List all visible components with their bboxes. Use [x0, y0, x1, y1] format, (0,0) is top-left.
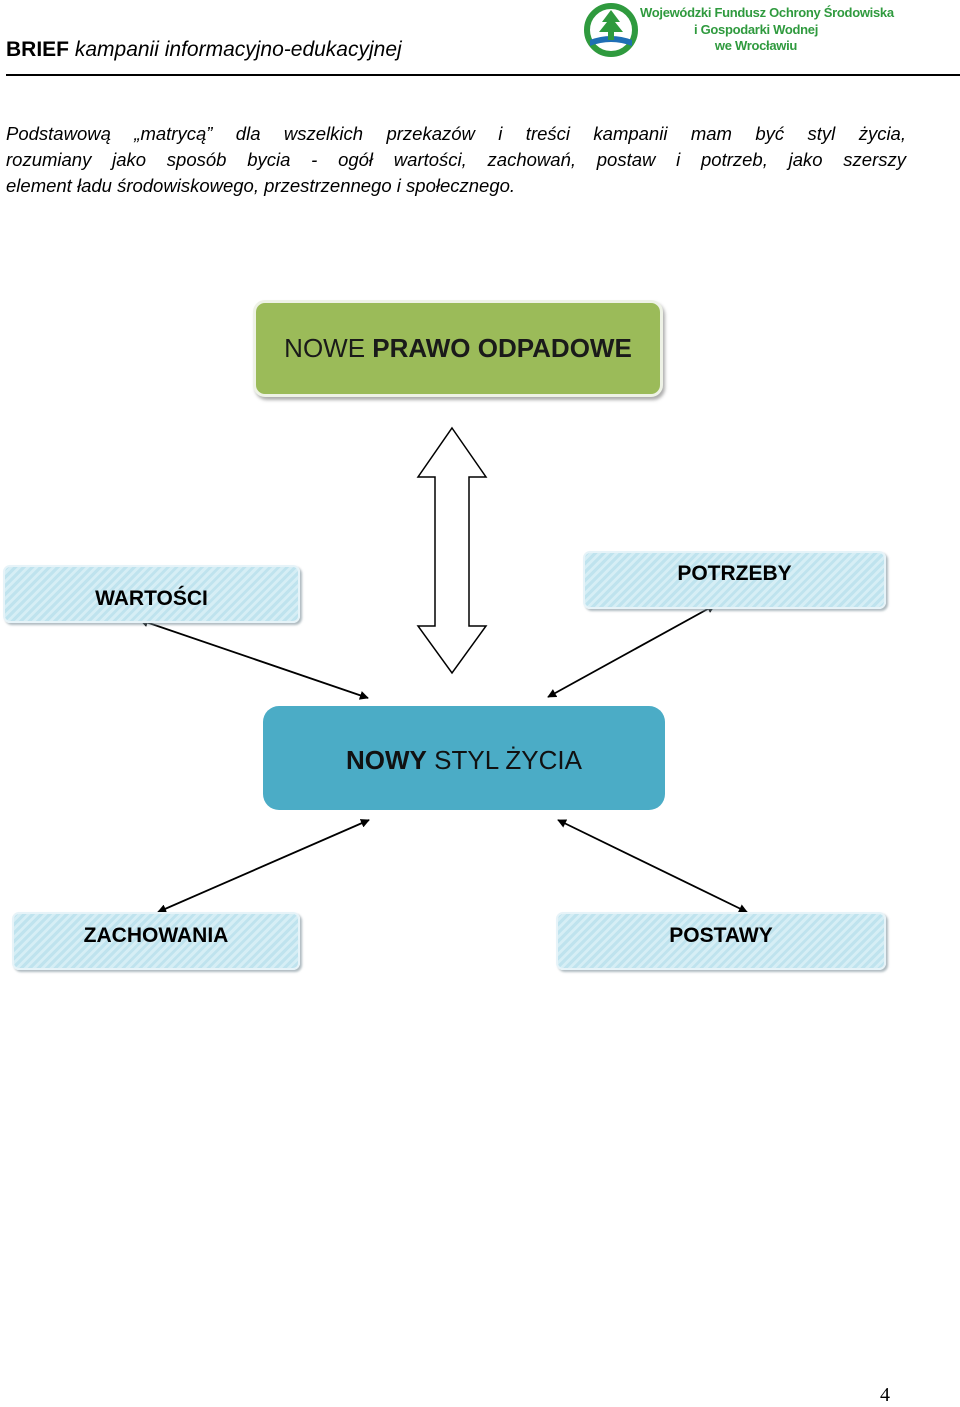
tree-emblem-icon [584, 3, 638, 57]
box-top-bold-text: PRAWO ODPADOWE [372, 333, 632, 363]
arrow-center-zachowania [157, 819, 370, 913]
box-center-bold-text: NOWY [346, 744, 427, 775]
double-arrow-vertical [416, 426, 488, 675]
box-potrzeby-label: POTRZEBY [677, 562, 792, 585]
box-postawy-label: POSTAWY [669, 924, 773, 947]
logo-line-3: we Wrocławiu [714, 38, 798, 53]
box-top-normal-text: NOWE [284, 333, 373, 363]
box-center-normal-text: STYL ŻYCIA [426, 744, 582, 775]
arrow-wartosci-center [139, 618, 369, 700]
logo-line-1: Wojewódzki Fundusz Ochrony Środowiska [640, 5, 894, 20]
wfosigw-logo: Wojewódzki Fundusz Ochrony Środowiska i … [584, 2, 894, 62]
box-wartosci-label: WARTOŚCI [95, 587, 208, 610]
page-number: 4 [880, 1384, 890, 1406]
intro-paragraph: Podstawową „matrycą” dla wszelkich przek… [6, 121, 906, 199]
box-zachowania: ZACHOWANIA [12, 912, 300, 970]
box-nowe-prawo-odpadowe: NOWE PRAWO ODPADOWE [253, 300, 663, 397]
intro-line-1: Podstawową „matrycą” dla wszelkich przek… [6, 123, 906, 144]
document-header-title: BRIEF kampanii informacyjno-edukacyjnej [6, 38, 402, 62]
arrow-center-postawy [557, 819, 748, 913]
box-nowy-styl-zycia: NOWY STYL ŻYCIA [263, 706, 665, 810]
logo-line-2: i Gospodarki Wodnej [693, 21, 819, 37]
intro-line-2: rozumiany jako sposób bycia - ogół warto… [6, 149, 906, 170]
box-zachowania-label: ZACHOWANIA [83, 924, 229, 947]
header-title-bold: BRIEF [6, 38, 69, 61]
box-postawy: POSTAWY [556, 912, 886, 970]
box-potrzeby: POTRZEBY [583, 551, 886, 609]
intro-line-3: element ładu środowiskowego, przestrzenn… [6, 175, 516, 196]
box-wartosci: WARTOŚCI [3, 565, 300, 623]
header-divider [6, 74, 960, 76]
arrow-potrzeby-center [547, 604, 716, 698]
header-title-subtitle: kampanii informacyjno-edukacyjnej [74, 38, 402, 61]
